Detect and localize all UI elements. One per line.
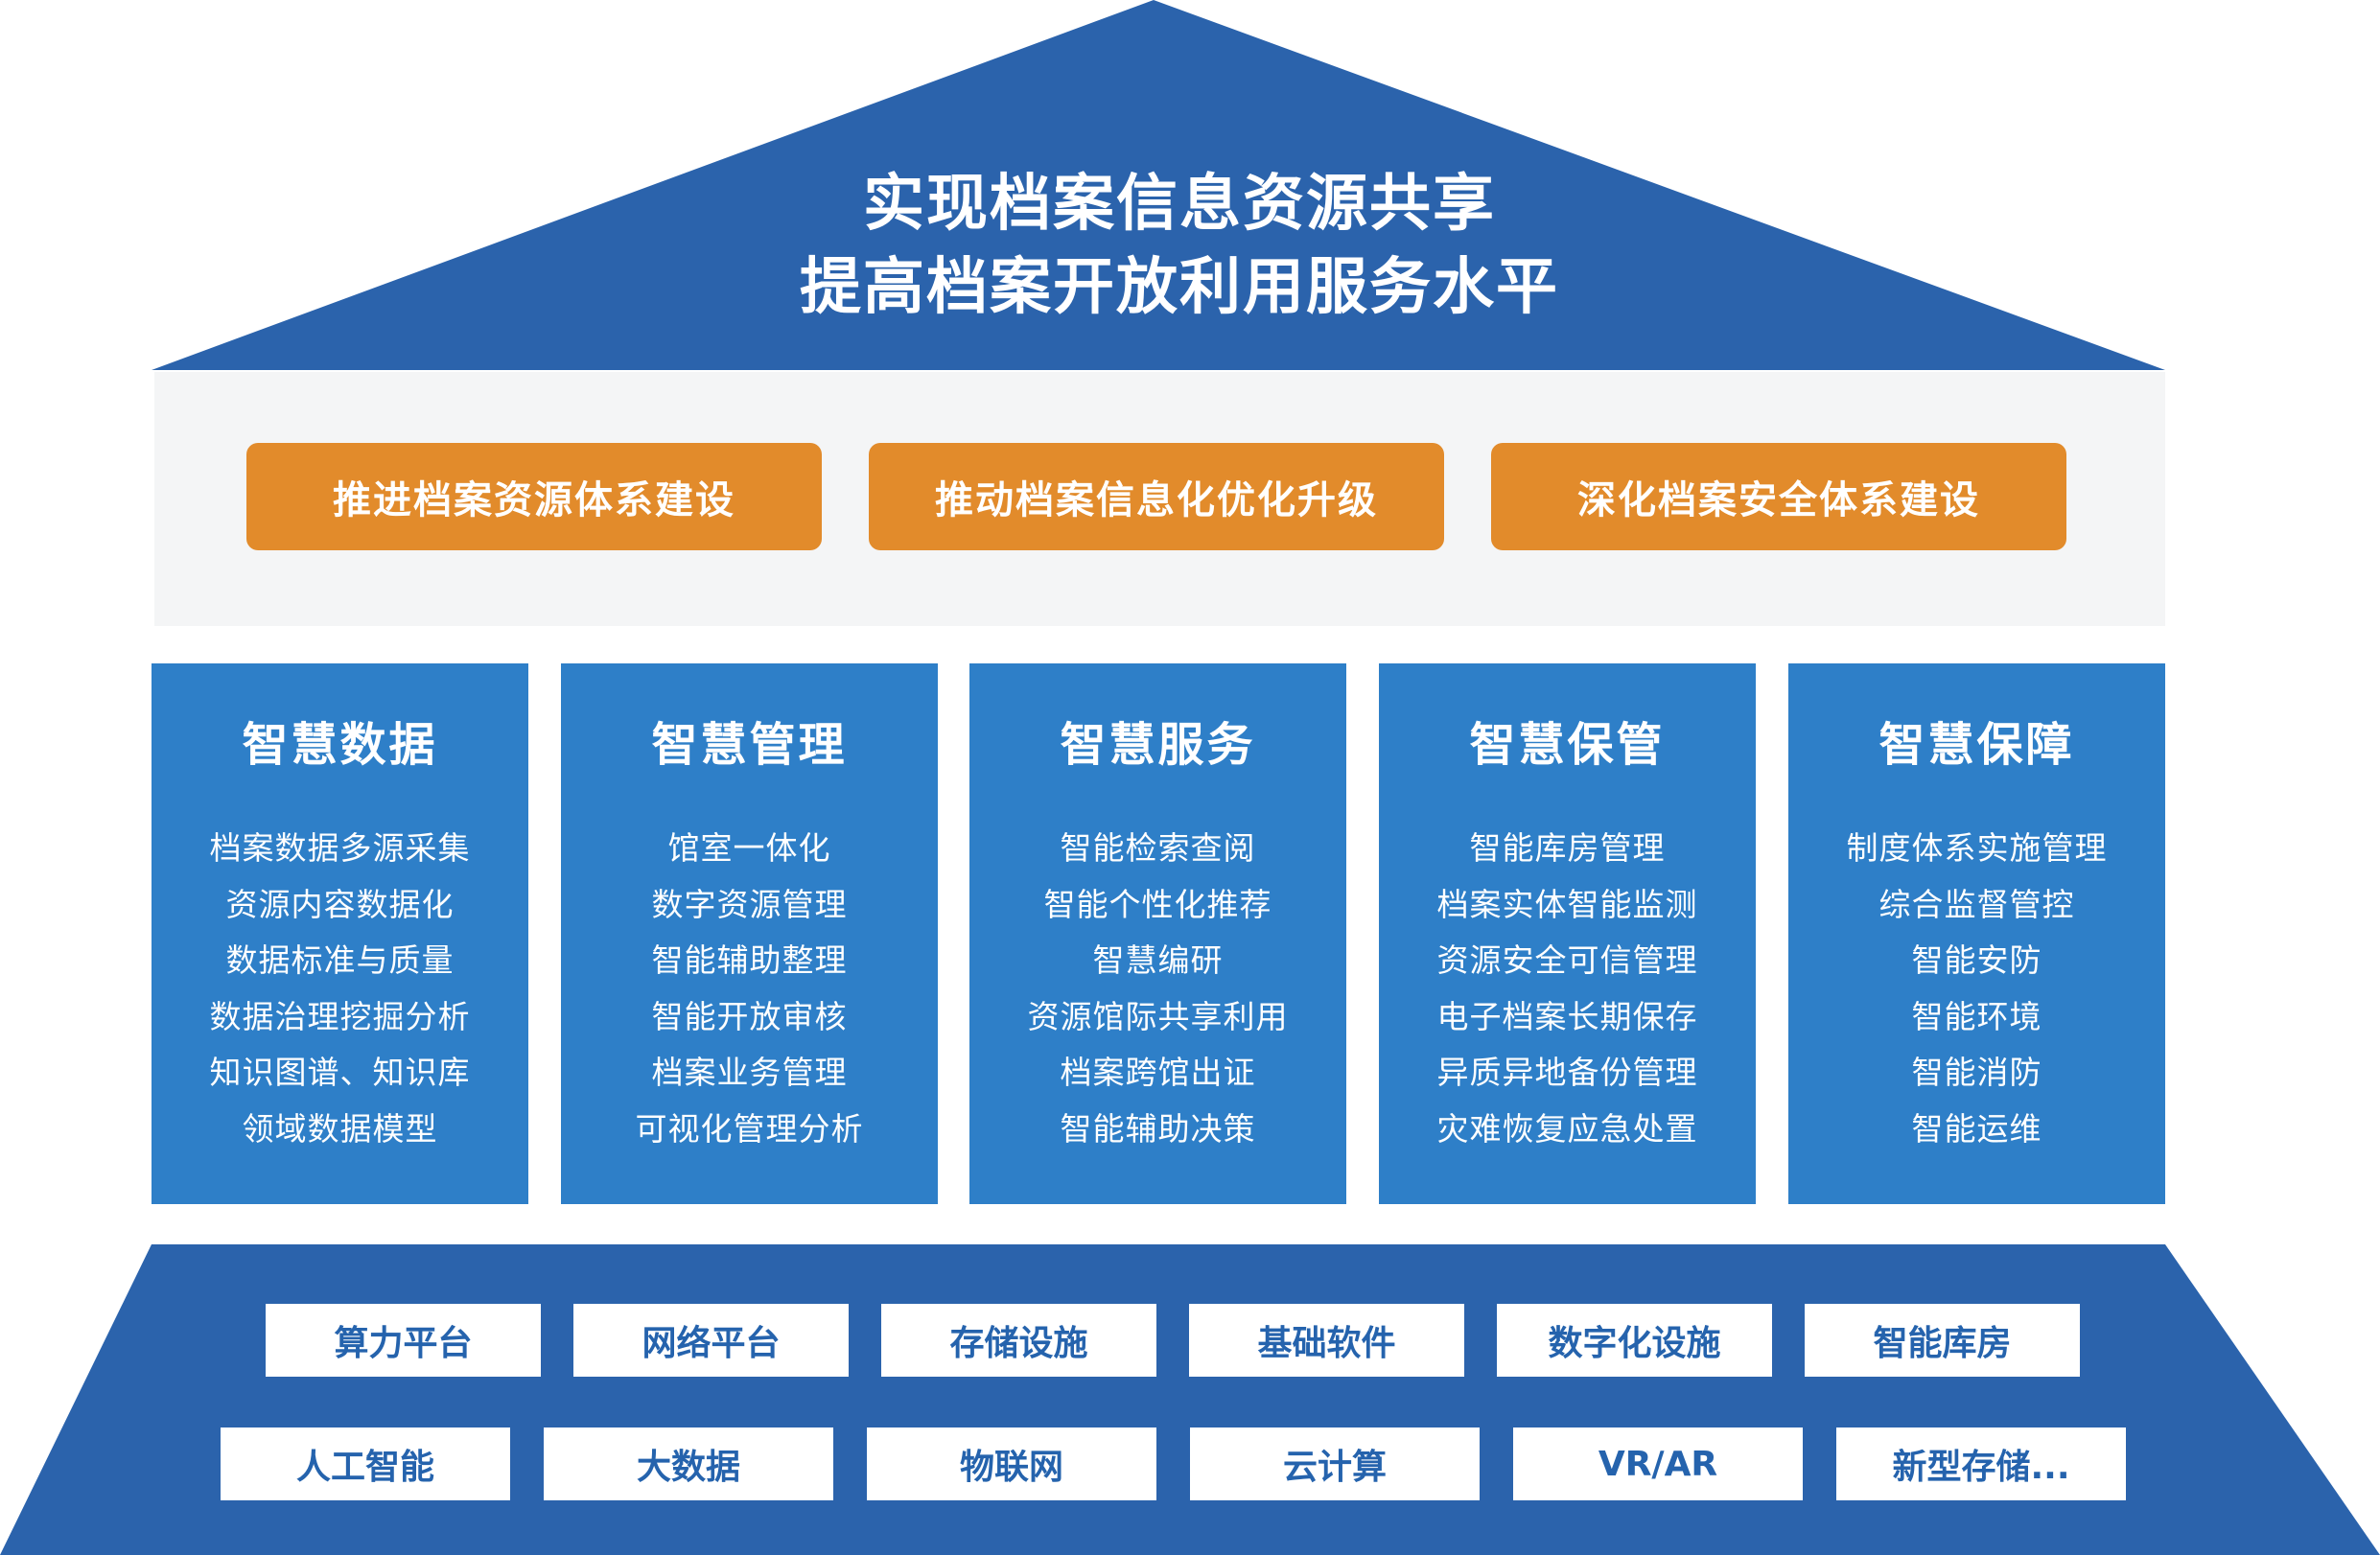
pillar-item: 智能检索查阅 (1060, 829, 1256, 867)
pillar-item-list: 智能检索查阅 智能个性化推荐 智慧编研 资源馆际共享利用 档案跨馆出证 智能辅助… (969, 821, 1346, 1158)
pillar-item: 智能运维 (1911, 1109, 2042, 1148)
pillar-item: 数据治理挖掘分析 (209, 997, 471, 1035)
infra-network-platform: 网络平台 (573, 1304, 849, 1377)
pillar-item-list: 档案数据多源采集 资源内容数据化 数据标准与质量 数据治理挖掘分析 知识图谱、知… (152, 821, 528, 1158)
pillar-item: 资源内容数据化 (225, 885, 455, 923)
pillar-smart-custody: 智慧保管 智能库房管理 档案实体智能监测 资源安全可信管理 电子档案长期保存 异… (1379, 663, 1756, 1204)
pillar-title: 智慧管理 (651, 718, 848, 772)
pillar-item-list: 馆室一体化 数字资源管理 智能辅助整理 智能开放审核 档案业务管理 可视化管理分… (561, 821, 938, 1158)
infra-digitization-facility: 数字化设施 (1497, 1304, 1772, 1377)
foundation-trapezoid (0, 1244, 2380, 1555)
pillar-item: 知识图谱、知识库 (209, 1054, 471, 1092)
infra-compute-platform: 算力平台 (266, 1304, 541, 1377)
pillar-item: 智能消防 (1911, 1054, 2042, 1092)
pillar-smart-assurance: 智慧保障 制度体系实施管理 综合监督管控 智能安防 智能环境 智能消防 智能运维 (1788, 663, 2165, 1204)
roof-title-line-1: 实现档案信息资源共享 (863, 169, 1496, 240)
pillar-item: 智慧编研 (1092, 941, 1224, 980)
infra-iot: 物联网 (867, 1427, 1156, 1500)
pillar-smart-service: 智慧服务 智能检索查阅 智能个性化推荐 智慧编研 资源馆际共享利用 档案跨馆出证… (969, 663, 1346, 1204)
goal-resource-system: 推进档案资源体系建设 (246, 443, 822, 550)
pillar-title: 智慧服务 (1060, 718, 1256, 772)
roof-title-line-2: 提高档案开放利用服务水平 (800, 252, 1559, 323)
infra-ai: 人工智能 (221, 1427, 510, 1500)
pillar-item: 可视化管理分析 (635, 1109, 864, 1148)
pillar-smart-management: 智慧管理 馆室一体化 数字资源管理 智能辅助整理 智能开放审核 档案业务管理 可… (561, 663, 938, 1204)
pillar-item: 异质异地备份管理 (1436, 1054, 1698, 1092)
pillar-item: 智能环境 (1911, 997, 2042, 1035)
pillar-item: 智能库房管理 (1469, 829, 1666, 867)
infra-big-data: 大数据 (544, 1427, 833, 1500)
pillar-item: 资源安全可信管理 (1436, 941, 1698, 980)
pillar-item: 智能个性化推荐 (1043, 885, 1272, 923)
pillar-smart-data: 智慧数据 档案数据多源采集 资源内容数据化 数据标准与质量 数据治理挖掘分析 知… (152, 663, 528, 1204)
pillar-item: 档案业务管理 (651, 1054, 848, 1092)
pillar-item: 数字资源管理 (651, 885, 848, 923)
pillar-item: 制度体系实施管理 (1846, 829, 2108, 867)
pillar-item: 智能安防 (1911, 941, 2042, 980)
pillar-item: 综合监督管控 (1878, 885, 2075, 923)
roof-triangle (152, 0, 2165, 370)
pillar-item-list: 智能库房管理 档案实体智能监测 资源安全可信管理 电子档案长期保存 异质异地备份… (1379, 821, 1756, 1158)
goal-informatization-upgrade: 推动档案信息化优化升级 (869, 443, 1444, 550)
infra-cloud-computing: 云计算 (1190, 1427, 1480, 1500)
pillar-item: 领域数据模型 (242, 1109, 438, 1148)
goal-security-system: 深化档案安全体系建设 (1491, 443, 2066, 550)
pillar-item: 灾难恢复应急处置 (1436, 1109, 1698, 1148)
pillar-title: 智慧保障 (1878, 718, 2075, 772)
pillar-item: 数据标准与质量 (225, 941, 455, 980)
pillar-item: 智能辅助整理 (651, 941, 848, 980)
pillar-item-list: 制度体系实施管理 综合监督管控 智能安防 智能环境 智能消防 智能运维 (1788, 821, 2165, 1158)
pillar-item: 电子档案长期保存 (1436, 997, 1698, 1035)
infra-base-software: 基础软件 (1189, 1304, 1464, 1377)
pillar-item: 智能辅助决策 (1060, 1109, 1256, 1148)
infra-storage-facility: 存储设施 (881, 1304, 1156, 1377)
pillar-item: 智能开放审核 (651, 997, 848, 1035)
pillar-title: 智慧保管 (1469, 718, 1666, 772)
pillar-title: 智慧数据 (242, 718, 438, 772)
pillar-item: 资源馆际共享利用 (1027, 997, 1289, 1035)
pillar-item: 档案数据多源采集 (209, 829, 471, 867)
pillar-item: 馆室一体化 (667, 829, 831, 867)
infra-new-storage: 新型存储... (1836, 1427, 2126, 1500)
infra-smart-warehouse: 智能库房 (1805, 1304, 2080, 1377)
infra-vr-ar: VR/AR (1513, 1427, 1803, 1500)
pillar-item: 档案跨馆出证 (1060, 1054, 1256, 1092)
pillar-item: 档案实体智能监测 (1436, 885, 1698, 923)
